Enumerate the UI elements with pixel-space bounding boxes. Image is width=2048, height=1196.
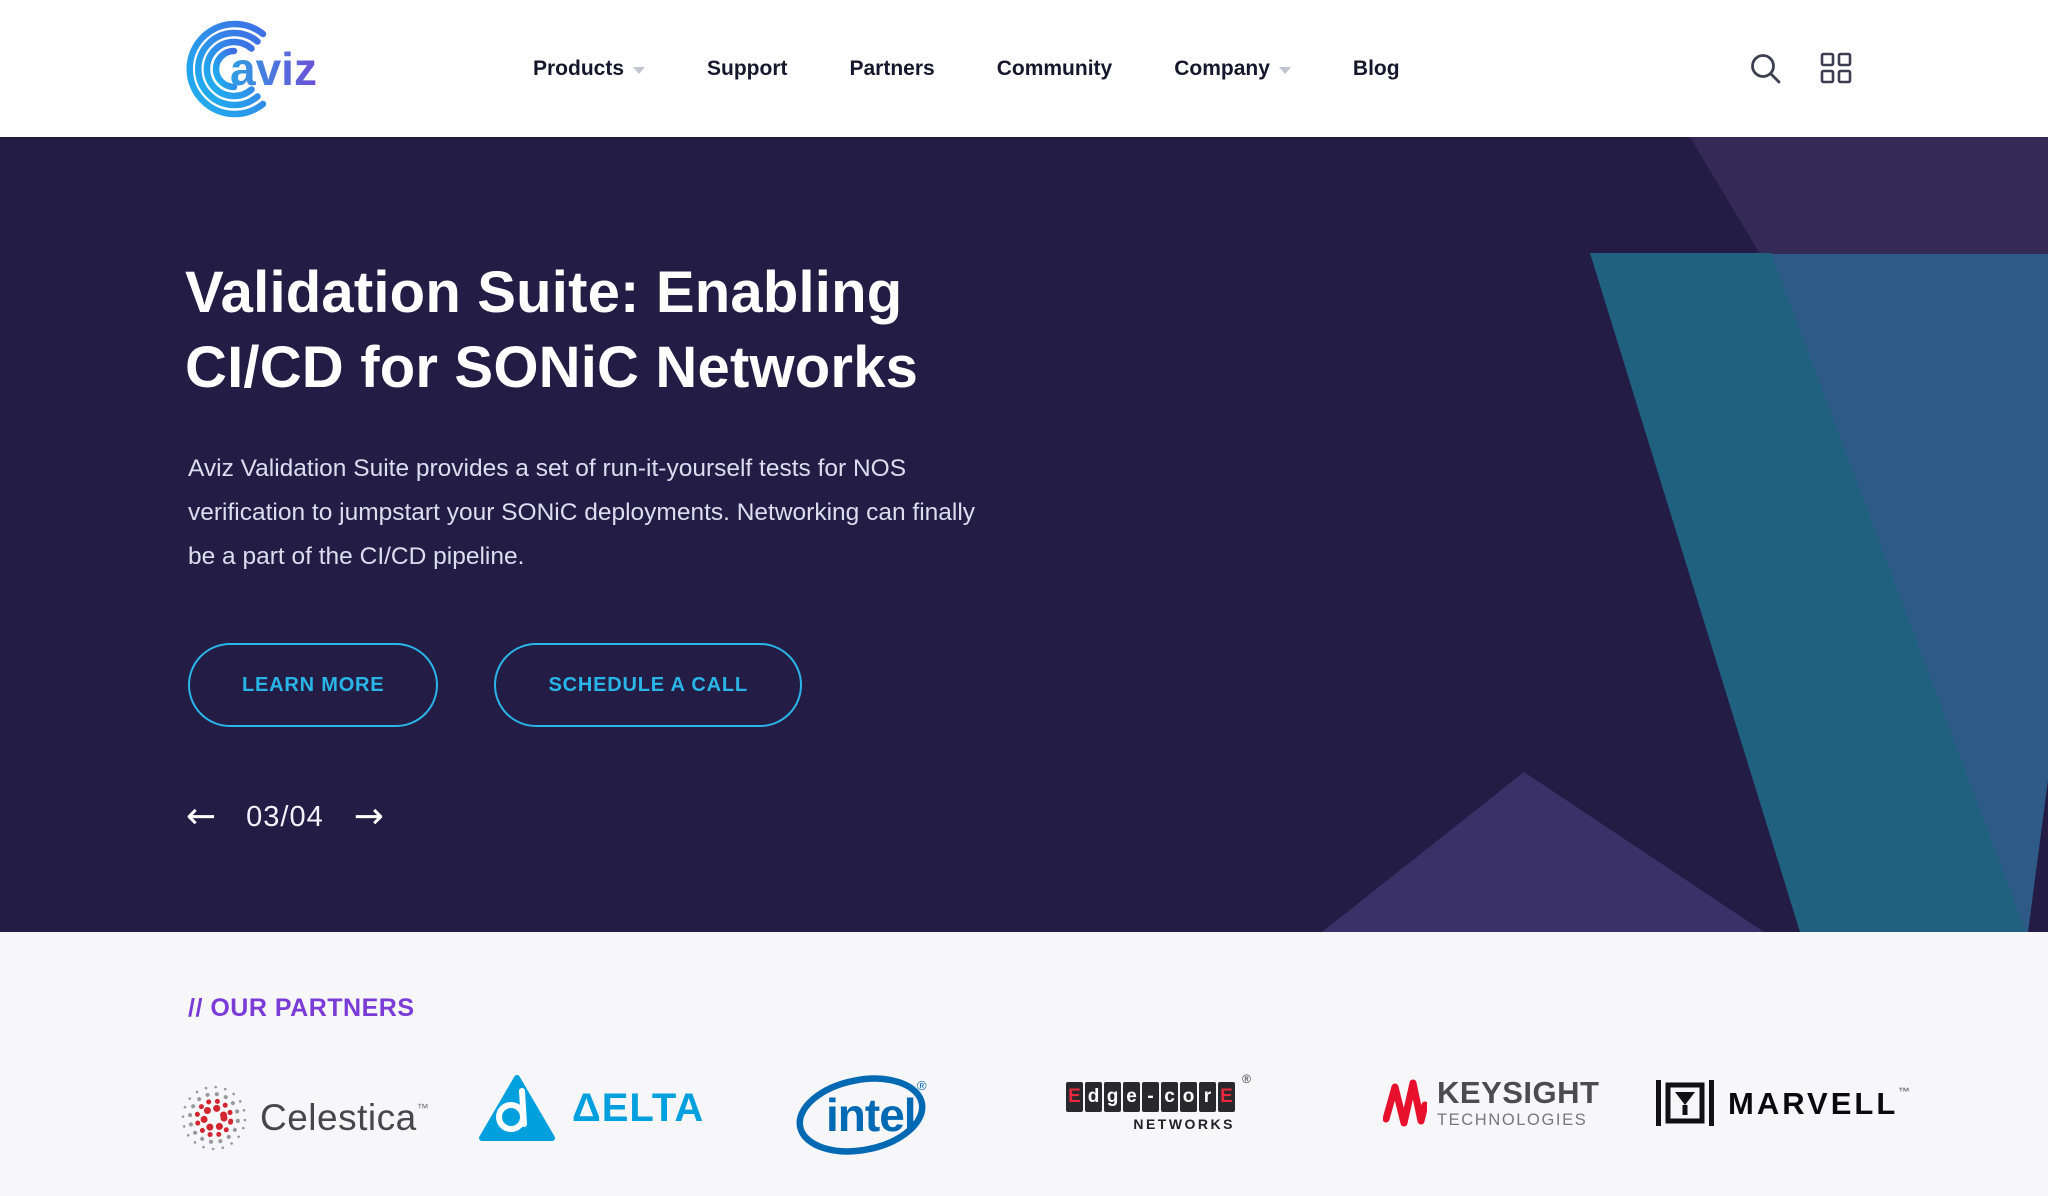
edgecore-tile: d [1085, 1082, 1102, 1112]
partner-logo-marvell: MARVELL™ [1654, 1075, 1913, 1131]
nav-label: Support [707, 56, 788, 80]
edgecore-tile: - [1142, 1082, 1159, 1112]
aviz-logo-icon: aviz [186, 20, 317, 118]
edgecore-tile: E [1218, 1082, 1235, 1112]
marvell-wordmark: MARVELL™ [1728, 1084, 1914, 1121]
edgecore-tile: c [1161, 1082, 1178, 1112]
header-icons [1748, 0, 1853, 137]
partner-logo-edgecore: E d g e - c o r E ® NETWORKS [1066, 1072, 1251, 1132]
celestica-starburst-icon [181, 1085, 247, 1151]
search-icon[interactable] [1748, 51, 1784, 87]
delta-wordmark: ΔELTA [572, 1085, 705, 1130]
keysight-wave-icon [1383, 1079, 1427, 1127]
registered-symbol: ® [1242, 1072, 1251, 1086]
marvell-mark-icon [1656, 1080, 1714, 1126]
chevron-down-icon [633, 66, 646, 74]
edgecore-tile: e [1123, 1082, 1140, 1112]
nav-label: Partners [849, 56, 935, 80]
prev-slide-button[interactable]: ← [186, 796, 217, 837]
main-nav: Products Support Partners Community Comp… [533, 0, 1400, 137]
partner-logo-intel: intel ® [795, 1068, 935, 1165]
trademark-symbol: ™ [1898, 1084, 1914, 1099]
keysight-subtext: TECHNOLOGIES [1437, 1111, 1588, 1129]
trademark-symbol: ™ [416, 1101, 430, 1115]
keysight-wordmark: KEYSIGHT [1437, 1075, 1600, 1110]
nav-item-products[interactable]: Products [533, 56, 646, 81]
brand-wordmark: aviz [230, 43, 317, 95]
slide-counter: 03/04 [246, 800, 324, 833]
intel-swoosh-icon: intel ® [796, 1075, 927, 1155]
hero-title-line1: Validation Suite: Enabling [185, 260, 903, 325]
next-slide-button[interactable]: → [353, 796, 384, 837]
nav-label: Blog [1352, 56, 1400, 80]
chevron-down-icon [1278, 66, 1291, 74]
partner-logo-celestica: Celestica™ [178, 1082, 429, 1154]
nav-item-blog[interactable]: Blog [1353, 57, 1400, 81]
edgecore-tile: E [1066, 1082, 1083, 1112]
edgecore-tile: g [1104, 1082, 1121, 1112]
partners-heading: // OUR PARTNERS [188, 994, 415, 1022]
nav-item-company[interactable]: Company [1174, 57, 1291, 81]
nav-item-support[interactable]: Support [707, 57, 787, 81]
hero-title-line2: CI/CD for SONiC Networks [185, 335, 919, 400]
registered-symbol: ® [917, 1078, 927, 1093]
edgecore-tile: o [1180, 1082, 1197, 1112]
intel-wordmark: intel [826, 1089, 916, 1141]
edgecore-networks-text: NETWORKS [1133, 1116, 1235, 1132]
brand-logo[interactable]: aviz [186, 10, 396, 128]
delta-triangle-icon [479, 1075, 555, 1141]
partner-logo-keysight: KEYSIGHT TECHNOLOGIES [1383, 1075, 1599, 1133]
site-header: aviz Products Support Partners Community… [0, 0, 2048, 137]
partner-logo-delta: ΔELTA [478, 1074, 704, 1142]
nav-item-partners[interactable]: Partners [850, 57, 935, 81]
slider-pagination: ← 03/04 → [186, 799, 384, 835]
grid-menu-icon[interactable] [1820, 52, 1853, 85]
edgecore-letter-tiles: E d g e - c o r E ® [1066, 1072, 1251, 1112]
nav-label: Company [1174, 56, 1270, 80]
hero-background-shapes [1322, 137, 2048, 932]
hero-description: Aviz Validation Suite provides a set of … [188, 455, 976, 570]
nav-label: Products [533, 56, 625, 80]
learn-more-button[interactable]: LEARN MORE [188, 643, 439, 727]
partners-section: // OUR PARTNERS Celestica™ ΔELTA [0, 932, 2048, 1196]
nav-label: Community [996, 56, 1113, 80]
schedule-call-button[interactable]: SCHEDULE A CALL [494, 643, 802, 727]
nav-item-community[interactable]: Community [997, 57, 1113, 81]
edgecore-tile: r [1199, 1082, 1216, 1112]
hero-buttons: LEARN MORE SCHEDULE A CALL [188, 643, 802, 727]
celestica-wordmark: Celestica™ [260, 1097, 430, 1138]
